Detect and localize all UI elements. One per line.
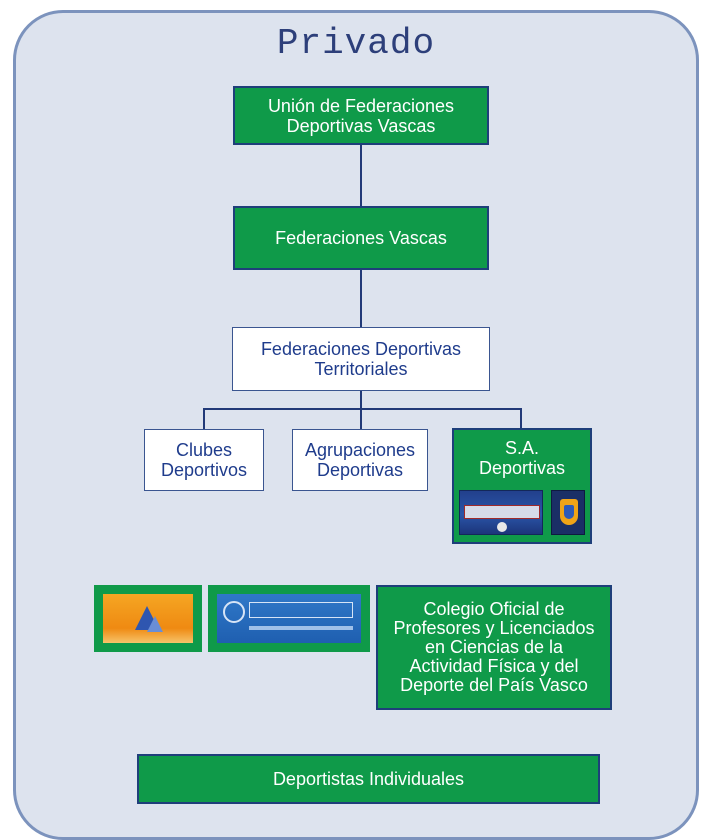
node-label-line: Deportivos [160, 460, 248, 480]
node-label-line: Profesores y Licenciados [393, 618, 595, 638]
connector-to-agrupaciones [360, 408, 362, 429]
estadio-logo [208, 585, 370, 652]
node-label-line: Deportivas [478, 458, 566, 478]
node-label-line: S.A. [504, 438, 539, 458]
node-label-line: Actividad Física y del [409, 656, 579, 676]
node-federaciones-territoriales: Federaciones Deportivas Territoriales [232, 327, 490, 391]
node-label-line: Territoriales [314, 359, 408, 379]
node-agrupaciones-deportivas: Agrupaciones Deportivas [292, 429, 428, 491]
node-colegio-oficial: Colegio Oficial de Profesores y Licencia… [376, 585, 612, 710]
node-deportistas-individuales: Deportistas Individuales [137, 754, 600, 804]
node-label-line: Deportivas [316, 460, 404, 480]
connector-territoriales-down [360, 391, 362, 409]
connector-to-clubes [203, 408, 205, 429]
club-crest-banner-logo [459, 490, 543, 535]
node-label-line: Deporte del País Vasco [400, 675, 588, 695]
connector-federaciones-to-territoriales [360, 270, 362, 328]
node-label-line: Federaciones Vascas [275, 228, 447, 248]
connector-to-sa [520, 408, 522, 429]
connector-horizontal-bar [203, 408, 521, 410]
node-label-line: Clubes [175, 440, 232, 460]
node-label-line: Colegio Oficial de [423, 599, 565, 619]
node-label-line: Deportistas Individuales [272, 769, 465, 789]
diagram-title: Privado [276, 23, 436, 64]
node-label-line: Federaciones Deportivas [260, 339, 462, 359]
connector-union-to-federaciones [360, 144, 362, 208]
node-label-line: Agrupaciones [304, 440, 416, 460]
node-union-federaciones: Unión de Federaciones Deportivas Vascas [233, 86, 489, 145]
club-shield-logo [551, 490, 585, 535]
node-clubes-deportivos: Clubes Deportivos [144, 429, 264, 491]
node-label-line: Deportivas Vascas [286, 115, 436, 136]
node-federaciones-vascas: Federaciones Vascas [233, 206, 489, 270]
node-label-line: en Ciencias de la [424, 637, 564, 657]
triangle-mark-logo [94, 585, 202, 652]
node-label-line: Unión de Federaciones [267, 95, 455, 116]
